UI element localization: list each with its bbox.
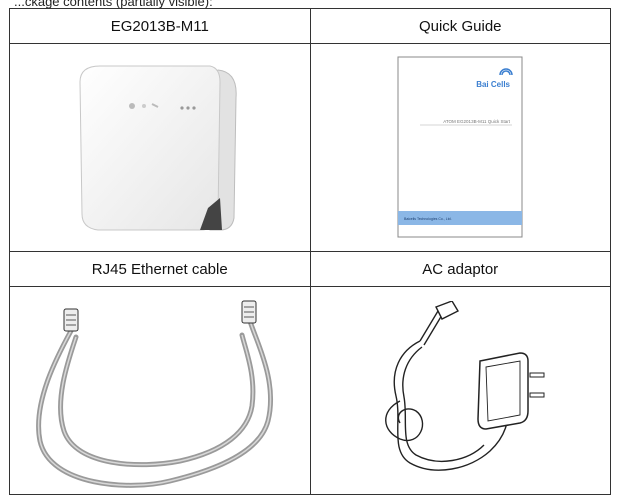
cell-label-router: EG2013B-M11 <box>9 7 311 45</box>
wall-adaptor-block-icon <box>477 351 545 430</box>
guide-title: ATOM EG2013B-M11 Quick Start <box>443 119 511 124</box>
router-image-cell <box>9 43 311 252</box>
router-device-icon <box>79 65 237 231</box>
guide-footer: Baicells Technologies Co., Ltd. <box>404 217 452 221</box>
cell-label-ethernet-cable: RJ45 Ethernet cable <box>9 250 311 288</box>
quick-guide-booklet-icon: Bai Cells ATOM EG2013B-M11 Quick Start B… <box>397 56 523 238</box>
rj45-plug-left-icon <box>63 308 79 332</box>
ac-adaptor-image-cell <box>309 286 611 495</box>
baicells-logo-icon <box>499 67 513 75</box>
dc-plug-icon <box>435 300 460 320</box>
guide-brand: Bai Cells <box>476 80 510 89</box>
quick-guide-image-cell: Bai Cells ATOM EG2013B-M11 Quick Start B… <box>309 43 611 252</box>
ethernet-cable-icon <box>35 300 273 488</box>
package-contents-table: EG2013B-M11 Quick Guide <box>9 7 611 495</box>
intro-text: ...ckage contents (partially visible): <box>14 0 213 9</box>
ac-adaptor-icon <box>385 300 545 471</box>
cell-label-quick-guide: Quick Guide <box>309 7 611 45</box>
cell-label-ac-adaptor: AC adaptor <box>309 250 611 288</box>
rj45-plug-right-icon <box>241 300 257 324</box>
ethernet-cable-image-cell <box>9 286 311 495</box>
